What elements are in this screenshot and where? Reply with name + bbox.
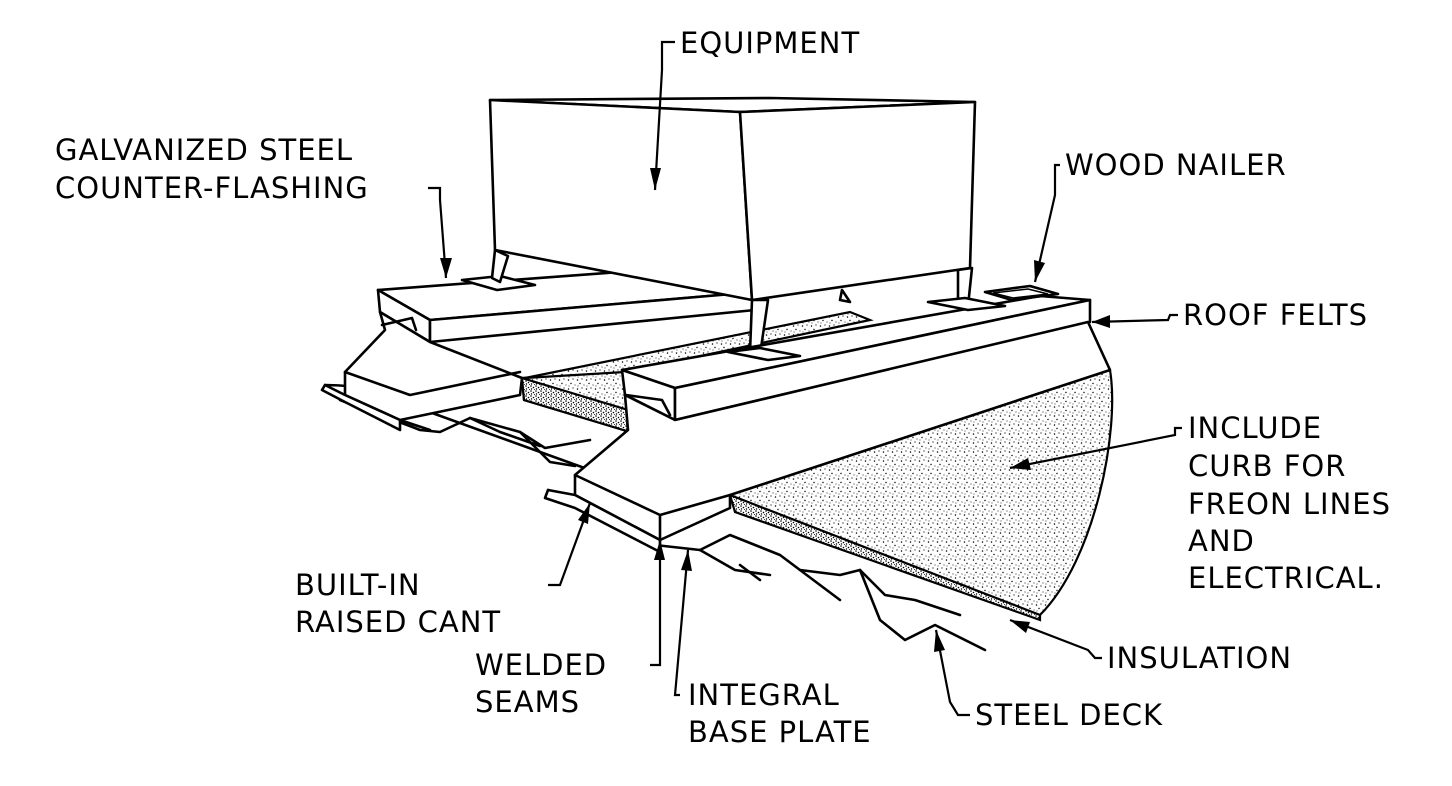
label-include-line4: AND	[1188, 524, 1255, 558]
equipment-box	[488, 96, 977, 357]
label-integral-line1: INTEGRAL	[688, 678, 840, 712]
label-galvanized-line2: COUNTER-FLASHING	[55, 171, 369, 205]
label-include-line1: INCLUDE	[1188, 411, 1322, 445]
label-insulation: INSULATION	[1107, 641, 1292, 675]
label-galvanized-line1: GALVANIZED STEEL	[55, 133, 353, 167]
label-include-line2: CURB FOR	[1188, 449, 1346, 483]
label-welded-line2: SEAMS	[475, 685, 580, 719]
leader-lines	[428, 40, 1182, 717]
insulation	[520, 310, 1114, 622]
label-steel-deck: STEEL DECK	[975, 698, 1163, 732]
front-curb	[543, 284, 1112, 554]
label-integral-line2: BASE PLATE	[688, 715, 872, 749]
label-include-line3: FREON LINES	[1188, 487, 1391, 521]
label-wood-nailer: WOOD NAILER	[1065, 148, 1287, 182]
label-roof-felts: ROOF FELTS	[1183, 298, 1368, 332]
label-built-in-line2: RAISED CANT	[295, 605, 501, 639]
label-welded-line1: WELDED	[475, 648, 607, 682]
label-equipment: EQUIPMENT	[680, 26, 860, 60]
label-include-line5: ELECTRICAL.	[1188, 561, 1384, 595]
label-built-in-line1: BUILT-IN	[295, 568, 421, 602]
